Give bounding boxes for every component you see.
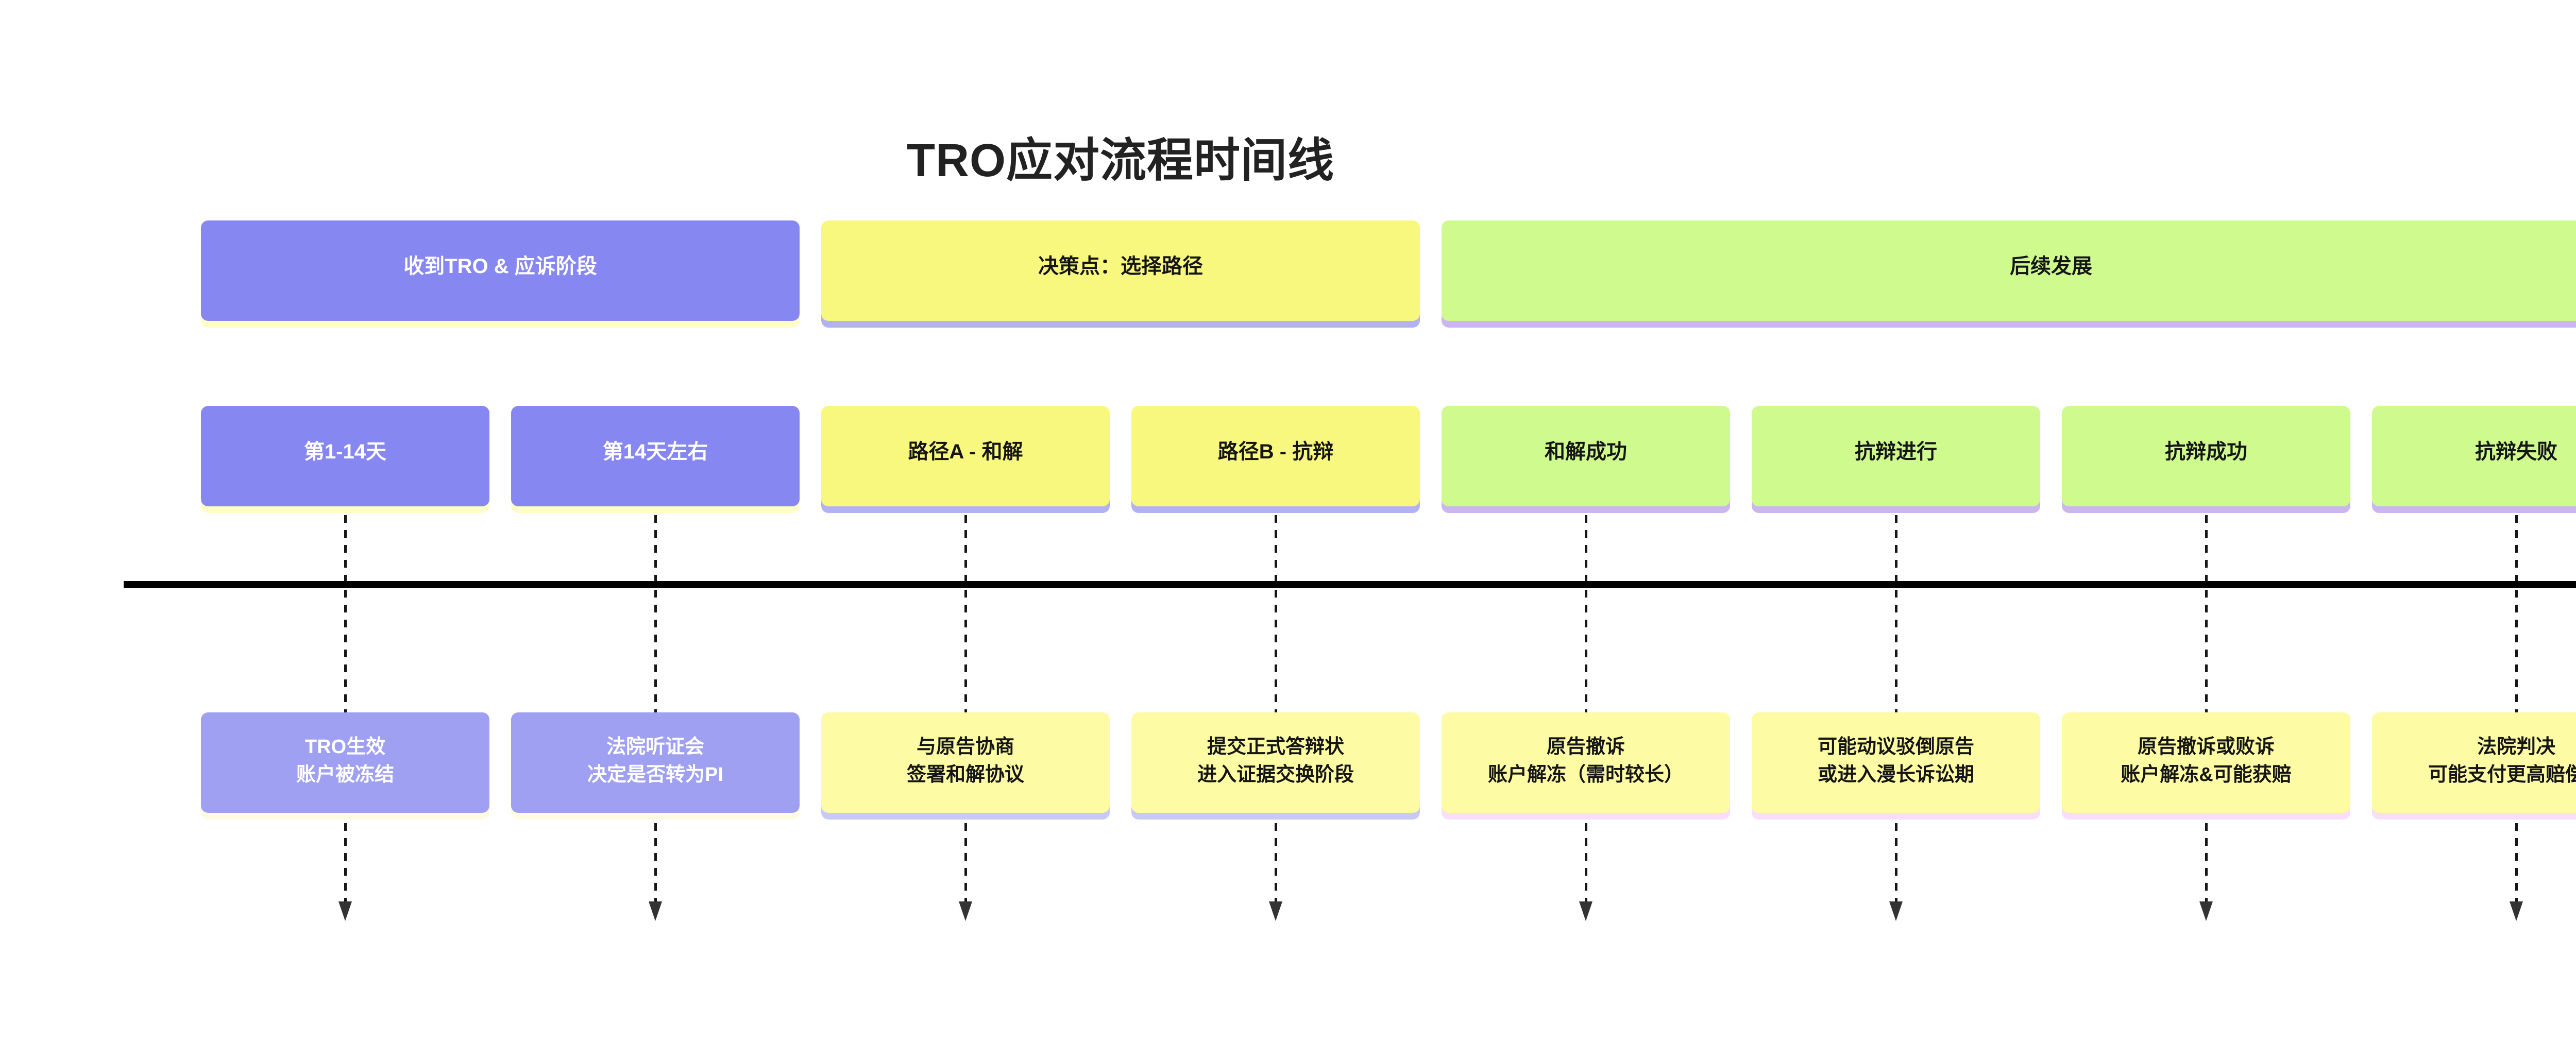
down-arrowhead-icon-6 [1889,901,1903,921]
milestone-box-defense-failure: 抗辩失败 [2372,406,2576,506]
dashed-connector-upper-3 [964,515,967,712]
outcome-line: 提交正式答辩状 [1207,736,1344,758]
phase-label: 决策点：选择路径 [1038,254,1203,278]
dashed-connector-lower-3 [964,823,967,901]
milestone-label: 和解成功 [1545,440,1627,463]
outcome-box-plaintiff-withdraws: 原告撤诉 账户解冻（需时较长） [1442,712,1730,813]
outcome-line: 可能支付更高赔偿金 [2428,763,2576,786]
milestone-label: 路径A - 和解 [908,440,1023,463]
down-arrowhead-icon-4 [1269,901,1282,921]
outcome-line: 账户解冻&可能获赔 [2121,763,2292,786]
dashed-connector-upper-6 [1895,515,1897,712]
milestone-label: 第1-14天 [303,440,387,463]
dashed-connector-lower-4 [1275,823,1277,901]
dashed-connector-upper-5 [1585,515,1587,712]
dashed-connector-lower-1 [344,823,347,901]
milestone-box-defense-success: 抗辩成功 [2062,406,2350,506]
phase-header-follow-up: 后续发展 [1442,220,2576,321]
outcome-line: 与原告协商 [916,736,1014,758]
phase-header-receive-tro: 收到TRO & 应诉阶段 [201,220,800,321]
outcome-line: 决定是否转为PI [587,763,723,786]
down-arrowhead-icon-3 [959,901,972,921]
outcome-box-file-answer: 提交正式答辩状 进入证据交换阶段 [1131,712,1420,813]
outcome-line: 原告撤诉 [1546,736,1625,758]
dashed-connector-upper-1 [344,515,347,712]
dashed-connector-lower-5 [1585,823,1587,901]
outcome-line: 法院判决 [2477,736,2555,758]
milestone-box-settlement-success: 和解成功 [1442,406,1730,506]
outcome-line: 或进入漫长诉讼期 [1817,763,1974,786]
outcome-box-court-judgment: 法院判决 可能支付更高赔偿金 [2372,712,2576,813]
milestone-box-day-14: 第14天左右 [511,406,800,506]
outcome-line: TRO生效 [304,736,386,758]
outcome-box-unfreeze-compensation: 原告撤诉或败诉 账户解冻&可能获赔 [2062,712,2350,813]
dashed-connector-upper-2 [654,515,657,712]
dashed-connector-lower-6 [1895,823,1897,901]
page-title: TRO应对流程时间线 [907,135,1334,186]
dashed-connector-lower-7 [2205,823,2208,901]
dashed-connector-upper-7 [2205,515,2208,712]
down-arrowhead-icon-5 [1579,901,1592,921]
outcome-box-tro-effective: TRO生效 账户被冻结 [201,712,489,813]
outcome-line: 法院听证会 [606,736,704,758]
phase-label: 后续发展 [2010,254,2092,278]
outcome-line: 进入证据交换阶段 [1197,763,1354,786]
outcome-line: 签署和解协议 [906,763,1024,786]
outcome-line: 账户被冻结 [296,763,394,786]
phase-label: 收到TRO & 应诉阶段 [403,254,597,278]
milestone-label: 抗辩成功 [2165,440,2247,463]
timeline-axis [124,581,2576,588]
outcome-box-motion-or-litigation: 可能动议驳倒原告 或进入漫长诉讼期 [1752,712,2040,813]
milestone-box-defense-ongoing: 抗辩进行 [1752,406,2040,506]
down-arrowhead-icon-1 [338,901,352,921]
dashed-connector-upper-4 [1275,515,1277,712]
down-arrowhead-icon-2 [649,901,662,921]
outcome-line: 可能动议驳倒原告 [1817,736,1974,758]
milestone-box-day-1-14: 第1-14天 [201,406,489,506]
outcome-line: 原告撤诉或败诉 [2137,736,2275,758]
milestone-label: 第14天左右 [602,440,708,463]
milestone-label: 路径B - 抗辩 [1217,440,1334,463]
outcome-box-court-hearing: 法院听证会 决定是否转为PI [511,712,800,813]
dashed-connector-lower-8 [2515,823,2518,901]
outcome-box-negotiate-settlement: 与原告协商 签署和解协议 [821,712,1110,813]
milestone-box-path-b: 路径B - 抗辩 [1131,406,1420,506]
phase-header-decision-point: 决策点：选择路径 [821,220,1420,321]
milestone-box-path-a: 路径A - 和解 [821,406,1110,506]
down-arrowhead-icon-8 [2510,901,2523,921]
milestone-label: 抗辩进行 [1855,440,1937,463]
down-arrowhead-icon-7 [2199,901,2213,921]
dashed-connector-lower-2 [654,823,657,901]
milestone-label: 抗辩失败 [2475,440,2557,463]
outcome-line: 账户解冻（需时较长） [1487,763,1684,786]
dashed-connector-upper-8 [2515,515,2518,712]
